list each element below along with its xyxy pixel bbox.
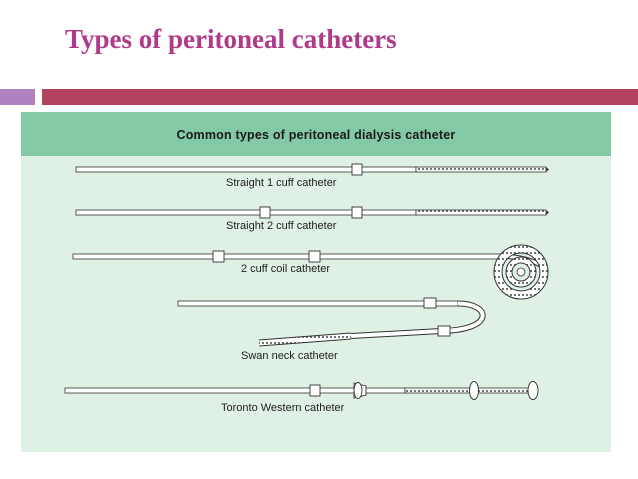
figure-header: Common types of peritoneal dialysis cath…	[21, 112, 611, 156]
coil-catheter	[72, 244, 549, 300]
cuff-icon	[437, 325, 451, 337]
catheter-label: Toronto Western catheter	[221, 402, 345, 414]
cuff-icon	[309, 384, 321, 397]
cuff-icon	[259, 206, 271, 219]
bead-icon	[353, 382, 363, 399]
toronto-western-catheter	[64, 381, 539, 400]
catheter-diagram	[64, 163, 549, 400]
figure-heading: Common types of peritoneal dialysis cath…	[176, 128, 456, 142]
slide-title: Types of peritoneal catheters	[65, 24, 397, 54]
catheter-label: 2 cuff coil catheter	[241, 263, 331, 275]
cuff-icon	[351, 206, 363, 219]
accent-bar-left	[0, 89, 35, 105]
accent-bar-right	[42, 89, 638, 105]
swan-neck-catheter	[177, 297, 486, 347]
catheter-label: Swan neck catheter	[241, 350, 338, 362]
disc-icon	[469, 381, 479, 400]
straight-1-cuff-catheter	[75, 163, 549, 176]
cuff-icon	[212, 250, 225, 263]
straight-2-cuff-catheter	[75, 206, 549, 219]
cuff-icon	[423, 297, 437, 309]
catheter-label: Straight 1 cuff catheter	[226, 177, 337, 189]
cuff-icon	[308, 250, 321, 263]
disc-icon	[527, 381, 539, 400]
catheter-figure: Common types of peritoneal dialysis cath…	[21, 112, 611, 452]
catheter-label: Straight 2 cuff catheter	[226, 220, 337, 232]
cuff-icon	[351, 163, 363, 176]
